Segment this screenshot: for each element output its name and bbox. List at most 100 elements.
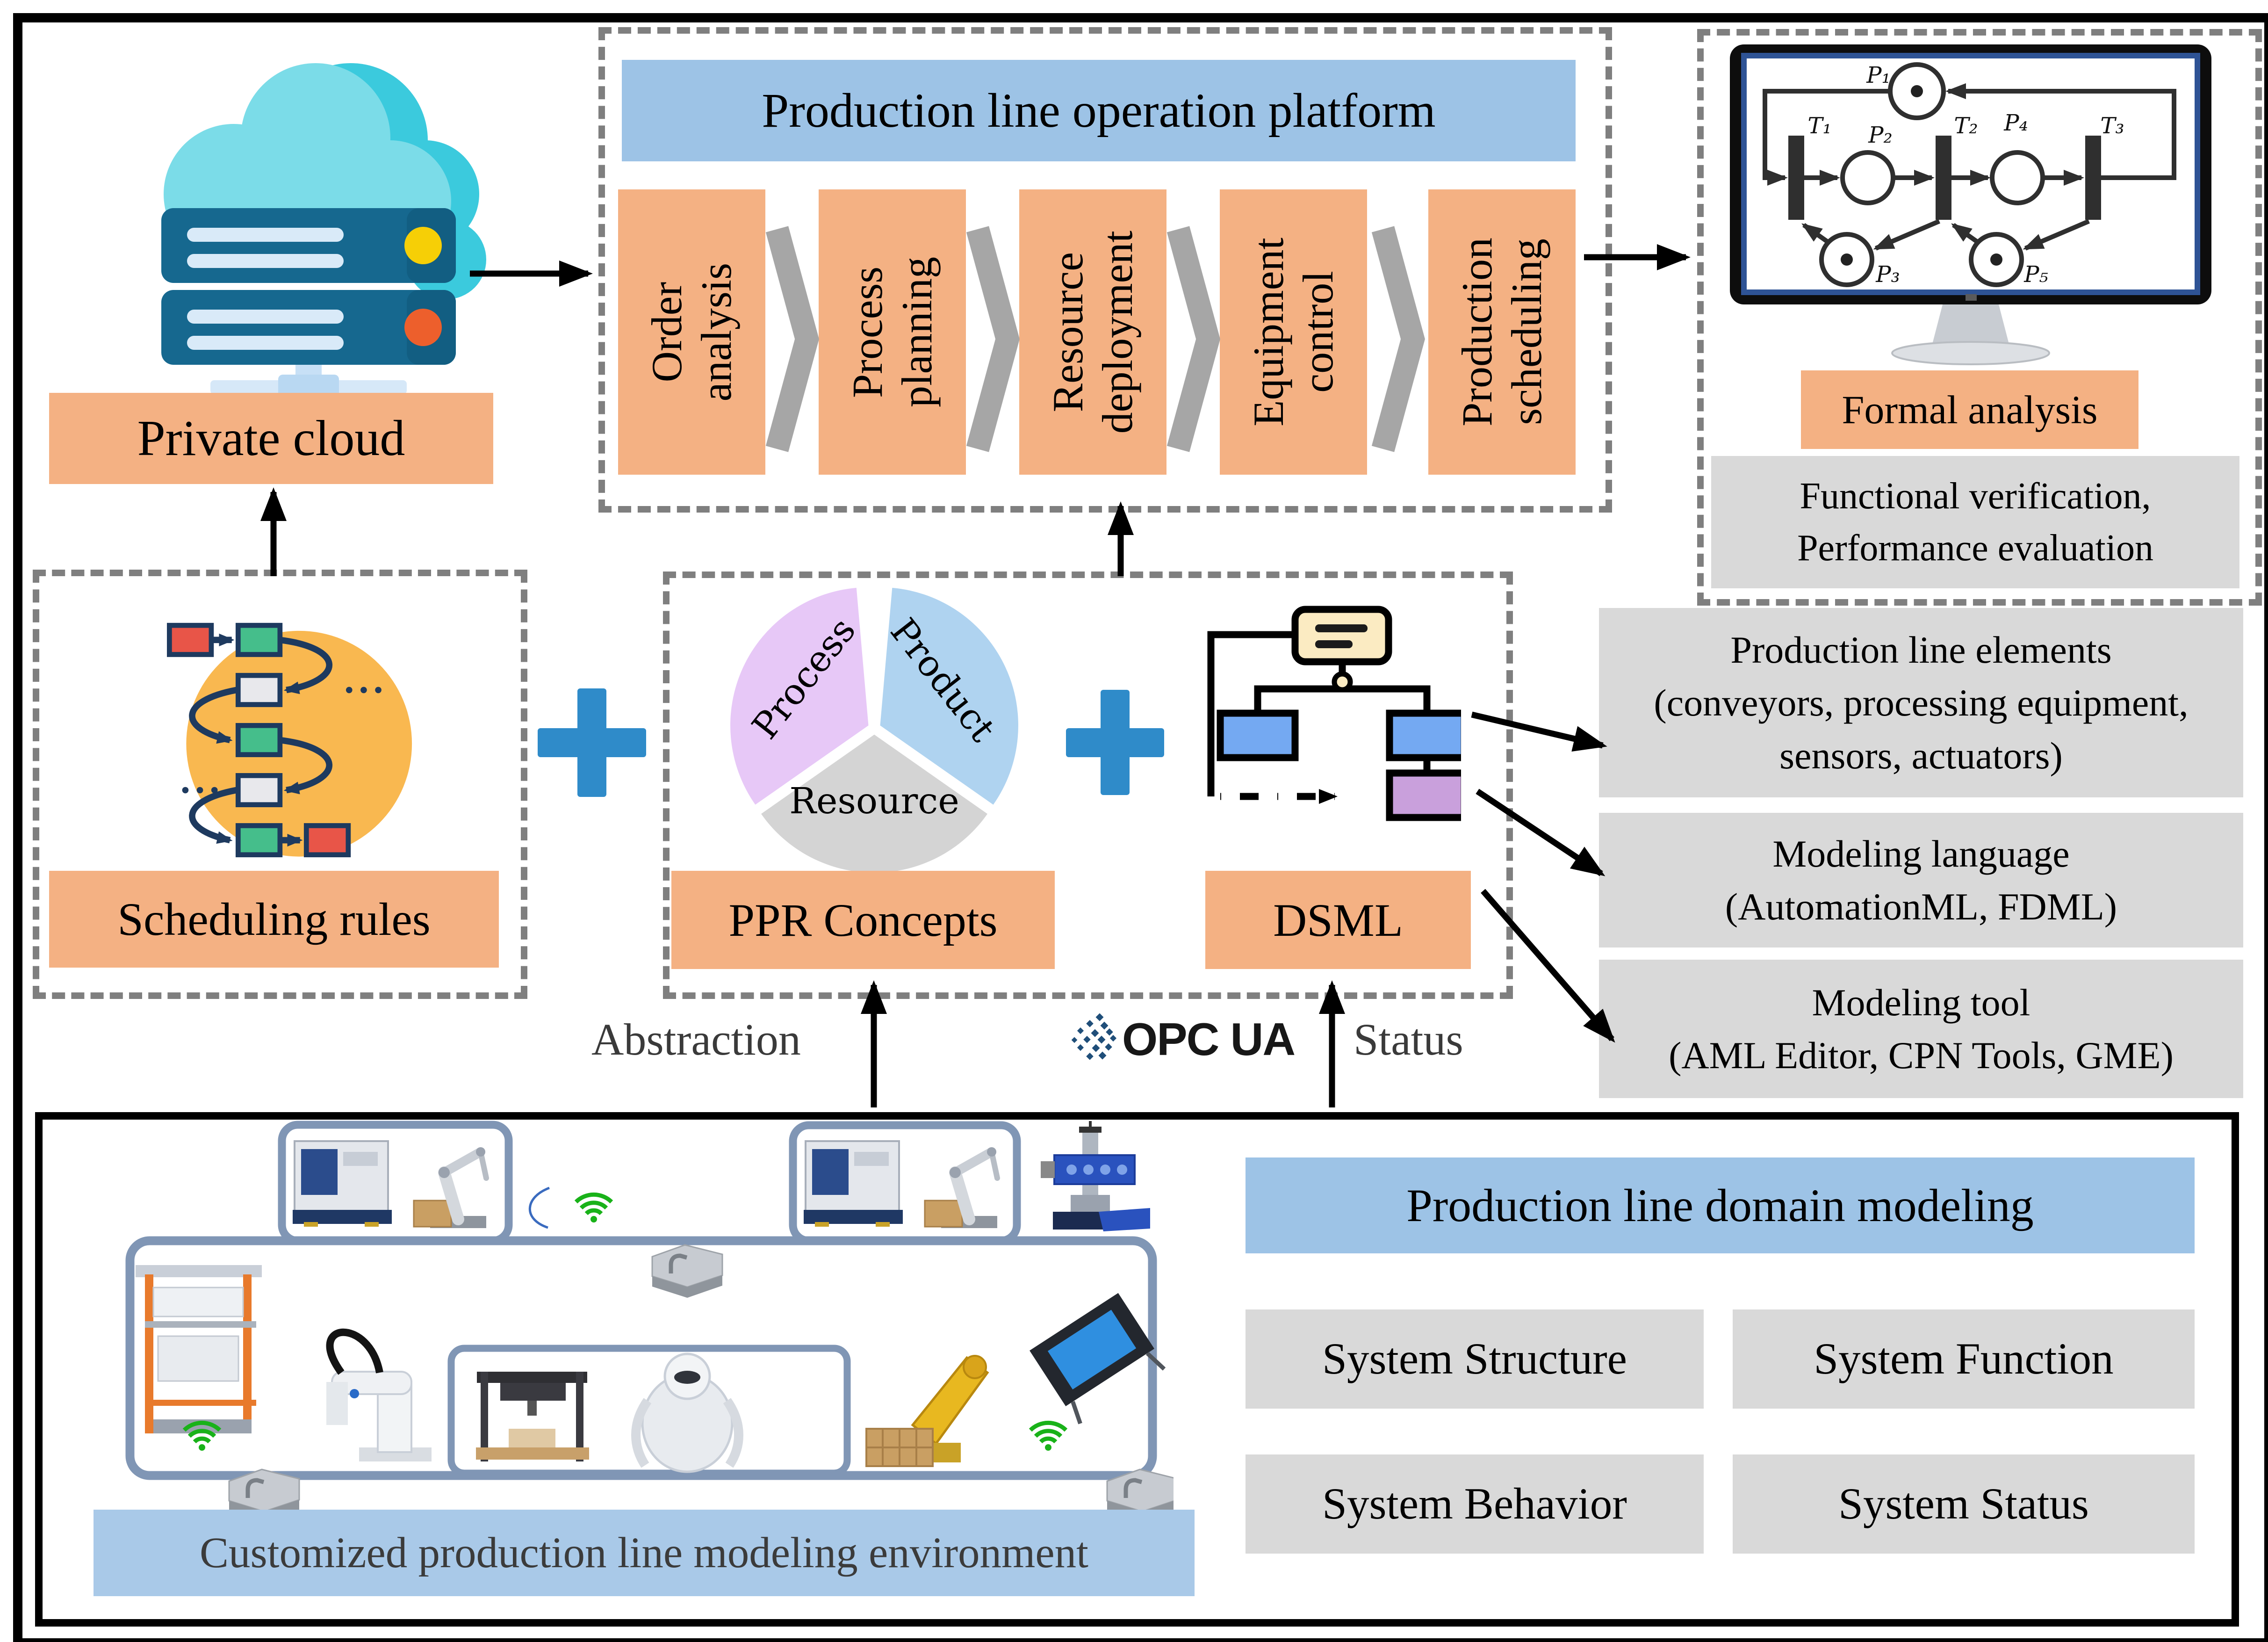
plus-icon xyxy=(1066,690,1164,795)
system-behavior-text: System Behavior xyxy=(1322,1479,1627,1529)
dsml-tree-icon xyxy=(1207,606,1461,821)
abstraction-label: Abstraction xyxy=(591,1013,801,1066)
place-p4 xyxy=(1990,150,2045,205)
label-p5: P₅ xyxy=(2023,261,2048,288)
tree-node-purple xyxy=(1386,769,1461,821)
system-function-text: System Function xyxy=(1814,1334,2114,1384)
output-text: Modeling tool (AML Editor, CPN Tools, GM… xyxy=(1669,981,2174,1077)
system-behavior-box: System Behavior xyxy=(1246,1454,1704,1554)
system-structure-text: System Structure xyxy=(1322,1334,1627,1384)
tree-node-blue xyxy=(1386,709,1461,761)
formal-analysis-label: Formal analysis xyxy=(1801,370,2138,449)
environment-label: Customized production line modeling envi… xyxy=(94,1510,1195,1596)
wifi-icon xyxy=(576,1194,612,1222)
formal-analysis-text: Formal analysis xyxy=(1842,387,2098,432)
label-p4: P₄ xyxy=(2003,110,2028,136)
domain-modeling-title-bar: Production line domain modeling xyxy=(1246,1157,2195,1253)
token xyxy=(1990,253,2002,266)
production-line-montage xyxy=(125,1121,1174,1532)
system-status-text: System Status xyxy=(1838,1479,2089,1529)
environment-text: Customized production line modeling envi… xyxy=(199,1529,1088,1577)
opc-ua-dots-icon xyxy=(1071,1013,1117,1060)
petri-net-diagram xyxy=(1763,62,2176,287)
monitor-stand xyxy=(1931,304,2010,349)
stage-order-analysis: Order analysis xyxy=(618,189,765,475)
petri-labels: P₁ T₁ P₂ T₂ P₄ T₃ P₃ P₅ xyxy=(1807,62,2124,288)
token xyxy=(1841,253,1853,266)
pie-product xyxy=(880,587,1018,805)
stage-production-scheduling: Production scheduling xyxy=(1428,189,1576,475)
stage-label: Order analysis xyxy=(642,262,740,402)
signal-arc xyxy=(528,1186,550,1229)
pie-resource xyxy=(761,734,987,873)
white-robot-icon xyxy=(631,1353,743,1473)
system-structure-box: System Structure xyxy=(1246,1309,1704,1409)
token xyxy=(1911,85,1923,97)
dsml-text: DSML xyxy=(1273,894,1403,946)
stage-label: Resource deployment xyxy=(1044,230,1141,434)
platform-title: Production line operation platform xyxy=(762,84,1436,137)
formal-analysis-dashed-box xyxy=(1697,29,2262,606)
yellow-robot-icon xyxy=(865,1355,989,1467)
scheduling-rules-label: Scheduling rules xyxy=(49,871,499,968)
tilt-table-icon xyxy=(1030,1293,1166,1425)
opc-ua-logo: OPC UA xyxy=(1071,1010,1296,1069)
private-cloud-label: Private cloud xyxy=(49,393,493,484)
server-stack-icon xyxy=(161,208,456,400)
bottom-section-box xyxy=(35,1112,2239,1627)
tree-node-blue xyxy=(1217,709,1299,761)
laser-marker-icon xyxy=(1041,1121,1150,1231)
system-status-box: System Status xyxy=(1733,1454,2195,1554)
private-cloud-icon xyxy=(161,63,486,400)
stage-resource-deployment: Resource deployment xyxy=(1019,189,1166,475)
scheduling-rules-icon xyxy=(167,622,412,858)
label-p3: P₃ xyxy=(1875,261,1900,288)
pie-label-resource: Resource xyxy=(789,781,959,822)
status-label: Status xyxy=(1354,1013,1463,1066)
verification-text: Functional verification, Performance eva… xyxy=(1797,476,2153,569)
platform-title-bar: Production line operation platform xyxy=(622,60,1576,161)
pie-process xyxy=(730,587,869,805)
status-text: Status xyxy=(1354,1014,1463,1064)
scara-robot-icon xyxy=(326,1328,432,1461)
transition-t3 xyxy=(2085,136,2101,220)
stage-label: Equipment control xyxy=(1244,238,1342,427)
tree-root-node xyxy=(1291,606,1392,665)
stage-label: Production scheduling xyxy=(1453,238,1550,427)
output-modeling-language: Modeling language (AutomationML, FDML) xyxy=(1599,813,2243,948)
domain-modeling-title: Production line domain modeling xyxy=(1406,1179,2034,1231)
opc-ua-text: OPC UA xyxy=(1122,1013,1296,1065)
scheduling-dashed-box xyxy=(33,570,527,999)
abstraction-text: Abstraction xyxy=(591,1014,801,1064)
transition-t2 xyxy=(1936,136,1951,220)
system-function-box: System Function xyxy=(1733,1309,2195,1409)
ppr-concepts-label: PPR Concepts xyxy=(671,871,1055,969)
transition-t1 xyxy=(1788,136,1804,220)
scheduling-rules-text: Scheduling rules xyxy=(117,893,431,945)
ppr-concepts-text: PPR Concepts xyxy=(728,894,998,946)
dsml-label: DSML xyxy=(1205,871,1471,969)
label-p1: P₁ xyxy=(1866,62,1891,88)
label-t2: T₂ xyxy=(1954,113,1978,139)
stage-process-planning: Process planning xyxy=(819,189,966,475)
output-modeling-tool: Modeling tool (AML Editor, CPN Tools, GM… xyxy=(1599,960,2243,1098)
monitor-base xyxy=(1891,341,2050,365)
plus-icon xyxy=(538,688,646,797)
printer-3d-icon xyxy=(476,1372,589,1461)
label-p2: P₂ xyxy=(1868,122,1893,148)
label-t1: T₁ xyxy=(1807,113,1831,139)
outer-frame xyxy=(13,13,2268,1642)
output-text: Production line elements (conveyors, pro… xyxy=(1654,628,2189,777)
stage-equipment-control: Equipment control xyxy=(1220,189,1367,475)
private-cloud-text: Private cloud xyxy=(137,410,405,466)
label-t3: T₃ xyxy=(2100,113,2124,139)
output-production-line-elements: Production line elements (conveyors, pro… xyxy=(1599,608,2243,797)
ppr-pie-chart: Process Product Resource xyxy=(730,587,1018,873)
platform-dashed-box xyxy=(598,27,1612,513)
gantry-machine-icon xyxy=(136,1265,262,1433)
stage-label: Process planning xyxy=(843,257,941,407)
output-text: Modeling language (AutomationML, FDML) xyxy=(1725,832,2117,928)
place-p2 xyxy=(1840,150,1895,205)
monitor-petri-net: P₁ T₁ P₂ T₂ P₄ T₃ P₃ P₅ xyxy=(1730,44,2211,365)
